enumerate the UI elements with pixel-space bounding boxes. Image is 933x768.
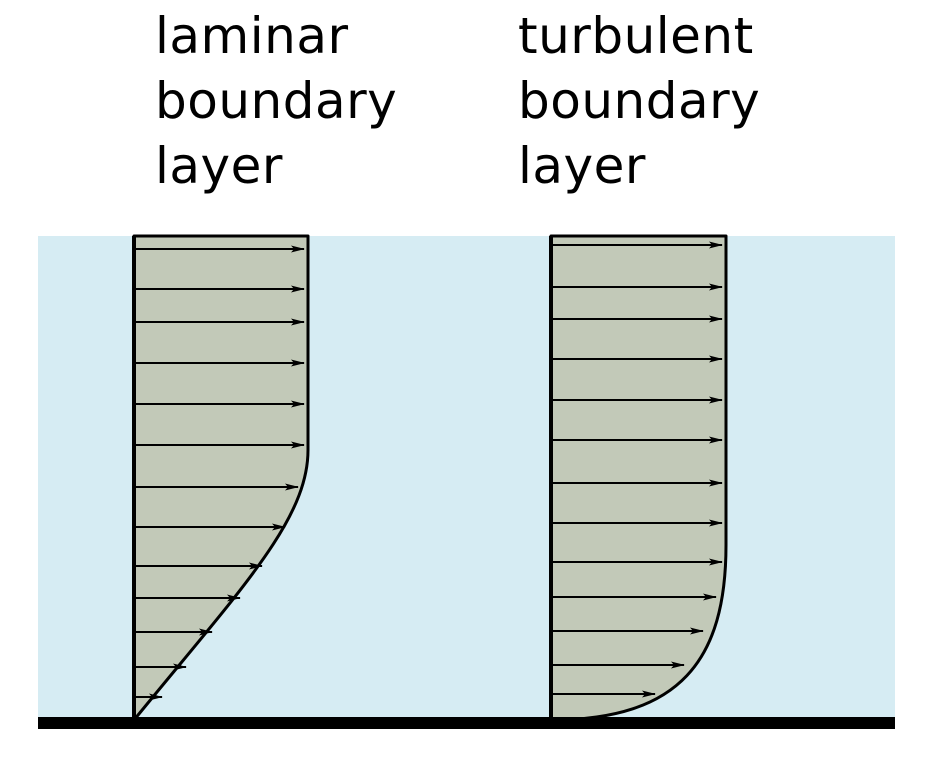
turbulent-label-line-2: boundary [518, 72, 761, 130]
turbulent-velocity-arrows [553, 241, 723, 698]
turbulent-label-line-1: turbulent [518, 7, 754, 65]
turbulent-label-line-3: layer [518, 137, 646, 195]
laminar-velocity-arrows [136, 245, 305, 701]
wall-surface [38, 717, 895, 729]
laminar-boundary-layer-label: laminar boundary layer [155, 4, 397, 199]
turbulent-velocity-profile [549, 234, 728, 722]
laminar-label-line-2: boundary [155, 72, 398, 130]
laminar-label-line-1: laminar [155, 7, 349, 65]
turbulent-boundary-layer-label: turbulent boundary layer [518, 4, 760, 199]
laminar-label-line-3: layer [155, 137, 283, 195]
